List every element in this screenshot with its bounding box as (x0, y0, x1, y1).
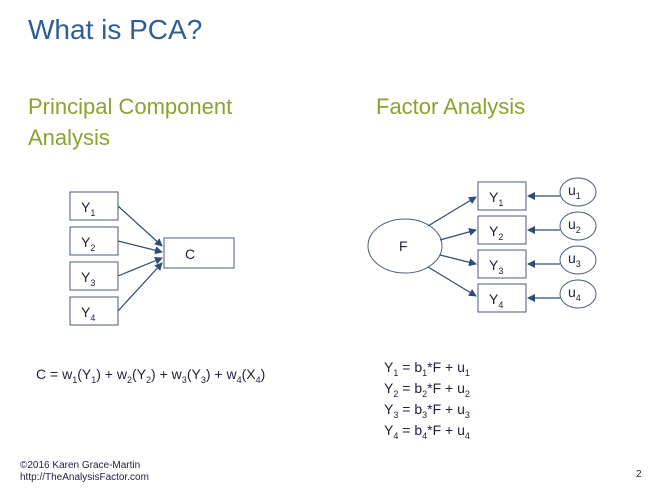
fa-arrow-4 (427, 266, 477, 297)
fa-error-ellipse-3 (559, 245, 597, 275)
pca-input-box-1 (69, 191, 119, 221)
fa-equation-1: Y1 = b1*F + u1 (384, 359, 470, 378)
footer-url[interactable]: http://TheAnalysisFactor.com (20, 472, 149, 483)
pca-input-label-2: Y2 (81, 234, 95, 253)
pca-arrow-1 (117, 205, 163, 247)
fa-factor-ellipse (367, 218, 443, 274)
fa-equation-4: Y4 = b4*F + u4 (384, 422, 470, 441)
pca-input-label-4: Y4 (81, 304, 95, 323)
pca-arrow-2 (117, 240, 163, 255)
fa-error-label-2: u2 (568, 216, 581, 235)
fa-equation-3: Y3 = b3*F + u3 (384, 401, 470, 420)
fa-indicator-label-4: Y4 (489, 291, 503, 310)
pca-heading: Principal Component Analysis (28, 94, 233, 150)
fa-indicator-box-4 (477, 283, 527, 313)
pca-arrow-3 (117, 256, 163, 277)
fa-error-ellipse-4 (559, 279, 597, 309)
pca-component-label: C (185, 246, 195, 262)
fa-indicator-box-2 (477, 215, 527, 245)
fa-indicator-box-3 (477, 249, 527, 279)
fa-heading: Factor Analysis (376, 94, 526, 119)
pca-diagram: Y1 Y2 Y3 Y4 C (69, 191, 235, 326)
fa-error-label-3: u3 (568, 250, 581, 269)
pca-component-box (163, 237, 235, 269)
fa-arrow-3 (439, 254, 477, 267)
pca-input-label-3: Y3 (81, 269, 95, 288)
pca-input-box-3 (69, 261, 119, 291)
fa-indicator-box-1 (477, 181, 527, 211)
fa-indicator-label-3: Y3 (489, 257, 503, 276)
fa-error-ellipse-2 (559, 211, 597, 241)
fa-diagram: F Y1 Y2 Y3 Y4 u1 u2 u3 u4 (367, 177, 597, 313)
page-number: 2 (636, 469, 642, 480)
pca-input-label-1: Y1 (81, 199, 95, 218)
footer-copyright: ©2016 Karen Grace-Martin (20, 460, 141, 471)
fa-arrow-2 (439, 228, 477, 241)
fa-equation-2: Y2 = b2*F + u2 (384, 380, 470, 399)
fa-indicator-label-1: Y1 (489, 189, 503, 208)
pca-input-box-4 (69, 296, 119, 326)
fa-error-ellipse-1 (559, 177, 597, 207)
fa-arrow-1 (427, 196, 477, 227)
fa-factor-label: F (399, 238, 408, 254)
slide-title: What is PCA? (28, 14, 203, 45)
fa-error-label-4: u4 (568, 284, 581, 303)
fa-error-label-1: u1 (568, 182, 581, 201)
pca-formula: C = w1(Y1) + w2(Y2) + w3(Y3) + w4(X4) (36, 366, 266, 385)
fa-indicator-label-2: Y2 (489, 223, 503, 242)
pca-input-box-2 (69, 226, 119, 256)
pca-arrow-4 (117, 262, 163, 312)
